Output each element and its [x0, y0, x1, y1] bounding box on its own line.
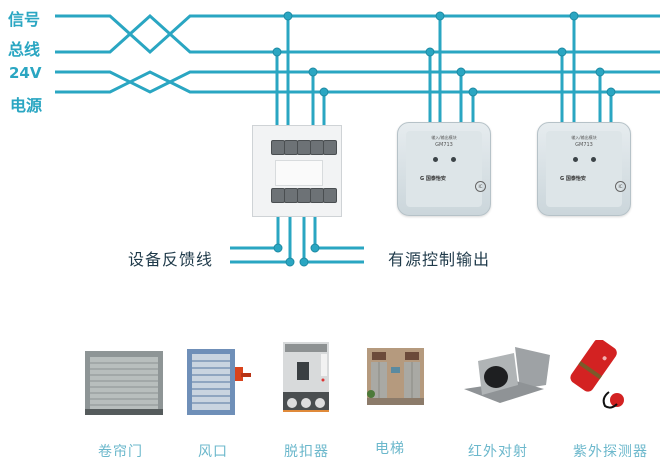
terminal-bottom: [310, 188, 324, 203]
infrared-beam-detector-icon: [460, 345, 550, 405]
module-base-plate: [252, 125, 342, 217]
junction-dot: [435, 11, 445, 21]
power-bus-label-line1: 24V: [9, 64, 42, 82]
uv-flame-detector-icon: [565, 338, 635, 415]
junction-dot: [285, 257, 295, 267]
io-module-1: 输入/输出模块 GM713 G 国泰怡安 IC: [397, 122, 491, 216]
signal-bus-wire-1: [55, 14, 660, 55]
junction-dot: [569, 11, 579, 21]
power-bus-wire-1: [55, 70, 660, 94]
junction-dot: [468, 87, 478, 97]
module-model: GM713: [575, 142, 593, 148]
terminal-top: [284, 140, 298, 155]
terminal-bottom: [284, 188, 298, 203]
junction-dot: [557, 47, 567, 57]
elevator-icon: [367, 348, 424, 405]
module-brand: G 国泰怡安: [420, 176, 446, 182]
led-indicator-icon: [573, 157, 578, 162]
device-label-rolling-shutter: 卷帘门: [98, 444, 143, 460]
rolling-shutter-door-icon: [85, 351, 163, 415]
module-face: [406, 131, 482, 207]
signal-bus-label-line2: 总线: [8, 40, 41, 59]
device-label-infrared: 红外对射: [468, 444, 528, 460]
junction-dots: [272, 11, 616, 267]
junction-dot: [273, 243, 283, 253]
control-output-label: 有源控制输出: [388, 250, 491, 269]
device-label-air-vent: 风口: [198, 444, 228, 460]
junction-dot: [319, 87, 329, 97]
led-indicator-icon: [451, 157, 456, 162]
junction-dot: [425, 47, 435, 57]
led-indicator-icon: [433, 157, 438, 162]
base-plate-window: [275, 160, 323, 186]
device-label-breaker: 脱扣器: [284, 444, 329, 460]
junction-dot: [595, 67, 605, 77]
terminal-bottom: [271, 188, 285, 203]
module-model: GM713: [435, 142, 453, 148]
certification-badge-icon: IC: [475, 181, 486, 192]
junction-dot: [308, 67, 318, 77]
led-indicator-icon: [591, 157, 596, 162]
device-label-uv: 紫外探测器: [573, 444, 648, 460]
certification-badge-icon: IC: [615, 181, 626, 192]
power-bus-label-line2: 电源: [10, 96, 43, 115]
junction-dot: [606, 87, 616, 97]
terminal-top: [323, 140, 337, 155]
module-title: 输入/输出模块: [431, 135, 457, 140]
module-title: 输入/输出模块: [571, 135, 597, 140]
module-brand: G 国泰怡安: [560, 176, 586, 182]
air-vent-damper-icon: [186, 347, 258, 419]
feedback-line-label: 设备反馈线: [128, 250, 214, 269]
junction-dot: [310, 243, 320, 253]
terminal-bottom: [297, 188, 311, 203]
junction-dot: [299, 257, 309, 267]
terminal-top: [271, 140, 285, 155]
io-module-2: 输入/输出模块 GM713 G 国泰怡安 IC: [537, 122, 631, 216]
power-bus-wire-2: [55, 70, 660, 94]
junction-dot: [272, 47, 282, 57]
device-label-elevator: 电梯: [375, 441, 405, 457]
bus-wires: [55, 13, 660, 94]
signal-bus-label-line1: 信号: [8, 10, 41, 29]
junction-dot: [283, 11, 293, 21]
module-face: [546, 131, 622, 207]
terminal-bottom: [323, 188, 337, 203]
circuit-breaker-icon: [283, 342, 329, 412]
terminal-top: [297, 140, 311, 155]
terminal-top: [310, 140, 324, 155]
signal-bus-wire-2: [55, 13, 660, 54]
junction-dot: [456, 67, 466, 77]
